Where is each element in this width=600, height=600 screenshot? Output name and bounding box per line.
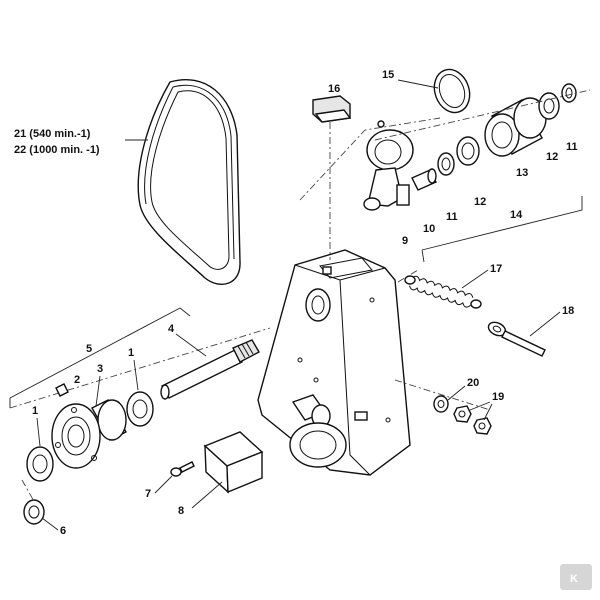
- fixing-screw: [170, 461, 195, 477]
- leader-8: [191, 481, 223, 509]
- assembly-bracket-14: [421, 196, 583, 263]
- leader-1-right: [133, 359, 139, 391]
- leader-20: [447, 385, 466, 401]
- callout-5: 5: [86, 343, 92, 355]
- callout-8: 8: [178, 505, 184, 517]
- shaft-bearing-left: [26, 446, 54, 482]
- drive-belt: [137, 79, 241, 285]
- callout-11-left: 11: [446, 211, 458, 223]
- tension-pulley: [484, 97, 547, 157]
- assembly-bracket-5: [9, 307, 191, 408]
- axis-line-pulley: [374, 89, 591, 141]
- leader-1-left: [36, 417, 41, 447]
- callout-2: 2: [74, 374, 80, 386]
- protective-cap: [312, 95, 352, 123]
- leader-6: [41, 517, 59, 531]
- leader-4: [175, 333, 207, 357]
- washer-right: [561, 83, 577, 103]
- belt-label-540: 21 (540 min.-1): [14, 128, 91, 140]
- eye-bolt: [487, 321, 546, 357]
- callout-4: 4: [168, 323, 175, 335]
- drive-shaft: [160, 339, 260, 400]
- grease-nipple: [55, 383, 69, 397]
- bearing-housing-flange: [51, 399, 127, 469]
- callout-1-right: 1: [128, 347, 134, 359]
- circlip-ring: [433, 68, 471, 114]
- brand-logo: K: [560, 564, 592, 590]
- callout-1-left: 1: [32, 405, 38, 417]
- shaft-bearing-right: [126, 391, 154, 427]
- leader-19b: [483, 403, 493, 421]
- cover-block: [203, 431, 264, 494]
- callout-20: 20: [467, 377, 479, 389]
- callout-15: 15: [382, 69, 394, 81]
- callout-11-right: 11: [566, 141, 578, 153]
- leader-7: [154, 475, 173, 494]
- belt-label-1000: 22 (1000 min. -1): [14, 144, 100, 156]
- callout-18: 18: [562, 305, 574, 317]
- gearbox-housing: [257, 249, 411, 476]
- logo-letter: K: [570, 573, 578, 585]
- leader-17: [461, 269, 489, 289]
- tensioner-pin: [411, 168, 437, 191]
- callout-17: 17: [490, 263, 502, 275]
- callout-13: 13: [516, 167, 528, 179]
- leader-15: [397, 79, 439, 89]
- callout-16: 16: [328, 83, 340, 95]
- callout-9: 9: [402, 235, 408, 247]
- callout-7: 7: [145, 488, 151, 500]
- callout-10: 10: [423, 223, 435, 235]
- axis-line-bolt: [394, 379, 491, 411]
- tension-spring: [404, 275, 482, 309]
- lock-nuts: [453, 405, 492, 435]
- washer-left: [437, 152, 455, 176]
- ball-bearing-right: [538, 92, 560, 120]
- tensioner-arm: [363, 120, 414, 211]
- shaft-seal: [23, 499, 45, 525]
- callout-3: 3: [97, 363, 103, 375]
- leader-19a: [469, 401, 491, 411]
- axis-line-upper: [299, 117, 441, 201]
- callout-6: 6: [60, 525, 66, 537]
- leader-18: [529, 311, 561, 337]
- callout-19: 19: [492, 391, 504, 403]
- ball-bearing-left: [456, 136, 480, 166]
- leader-3: [95, 375, 101, 407]
- callout-14: 14: [510, 209, 523, 221]
- callout-12-left: 12: [474, 196, 486, 208]
- flat-washer: [433, 395, 449, 413]
- callout-12-right: 12: [546, 151, 558, 163]
- axis-line-shaft: [9, 327, 271, 409]
